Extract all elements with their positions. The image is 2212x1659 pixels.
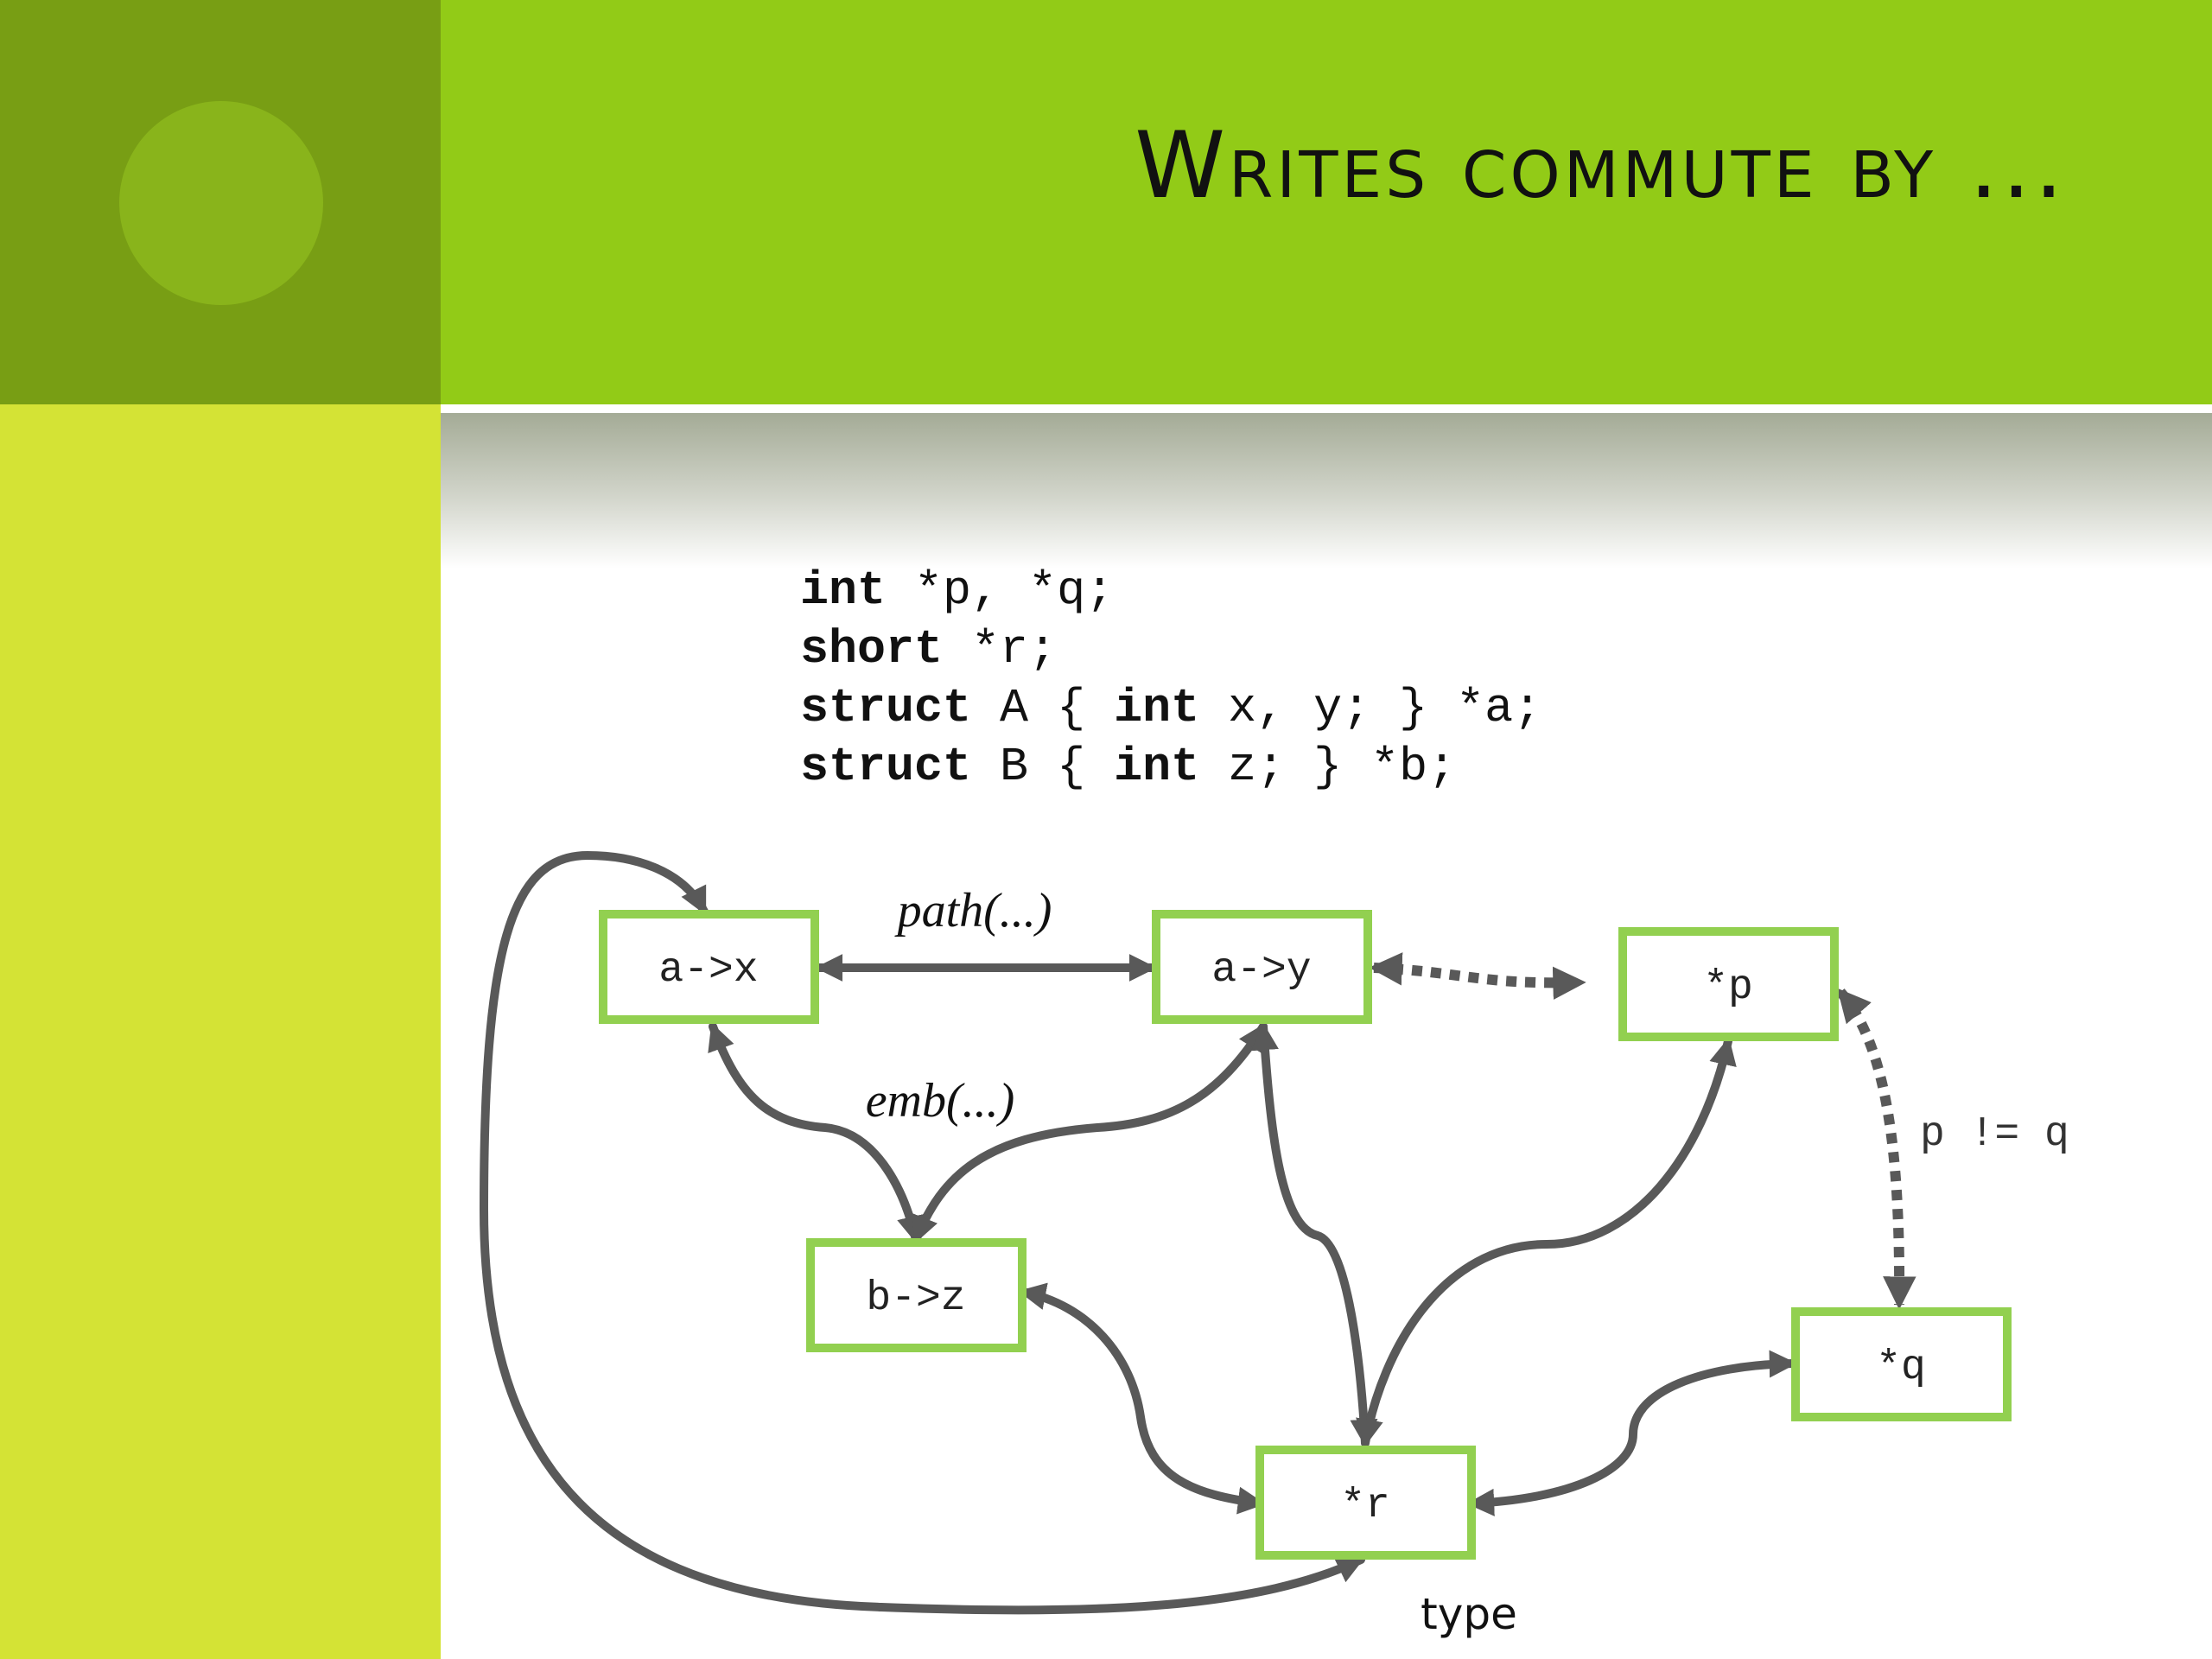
edge-label-p-neq-q: p != q [1920,1111,2069,1158]
node-bz-box [806,1238,1027,1352]
node-ax-label: a->x [658,947,758,994]
code-text: *p, *q; [886,563,1115,618]
edge-label-path: path(...) [894,884,1052,938]
code-block: int *p, *q;short *r;struct A { int x, y;… [800,562,1541,797]
code-keyword: short [800,622,944,677]
code-keyword: int [1114,740,1200,794]
edge-ay-r [1250,1022,1378,1447]
code-line: struct A { int x, y; } *a; [800,679,1541,738]
code-keyword: int [800,563,887,618]
code-text: *r; [943,622,1058,677]
left-sidebar [0,404,441,1659]
edge-ax-bz [708,1022,925,1244]
code-keyword: int [1114,681,1200,735]
code-text: B { [971,740,1115,794]
code-keyword: struct [800,681,972,735]
node-q-box [1791,1307,2012,1421]
decorative-circle [119,101,323,305]
node-ay-box [1152,910,1372,1024]
edge-label-type: type [1421,1589,1517,1639]
edge-ay-p [1369,952,1586,1001]
code-text: A { [971,681,1115,735]
edge-p-q [1836,988,1916,1310]
edge-p-r [1356,1037,1737,1447]
node-p-box [1618,927,1839,1041]
code-text: x, y; } *a; [1199,681,1542,735]
edge-bz-r [1018,1282,1266,1515]
code-text: z; } *b; [1199,740,1457,794]
title-bar [441,0,2212,404]
edge-ay-bz [912,1022,1268,1244]
header-divider [441,404,2212,413]
code-line: struct B { int z; } *b; [800,738,1541,797]
slide-title: Writes commute by ... [1135,112,2067,219]
node-r-box [1255,1446,1476,1560]
header-shadow [441,413,2212,569]
code-keyword: struct [800,740,972,794]
node-r-label: *r [1340,1483,1390,1529]
node-bz-label: b->z [866,1275,965,1322]
edge-label-emb: emb(...) [866,1074,1015,1128]
node-ay-label: a->y [1211,947,1311,994]
edge-q-r [1466,1350,1797,1516]
node-q-label: *q [1876,1344,1926,1391]
node-p-label: *p [1703,964,1753,1011]
code-line: short *r; [800,620,1541,679]
node-ax-box [599,910,819,1024]
edge-ax-r [479,850,1365,1615]
code-line: int *p, *q; [800,562,1541,620]
